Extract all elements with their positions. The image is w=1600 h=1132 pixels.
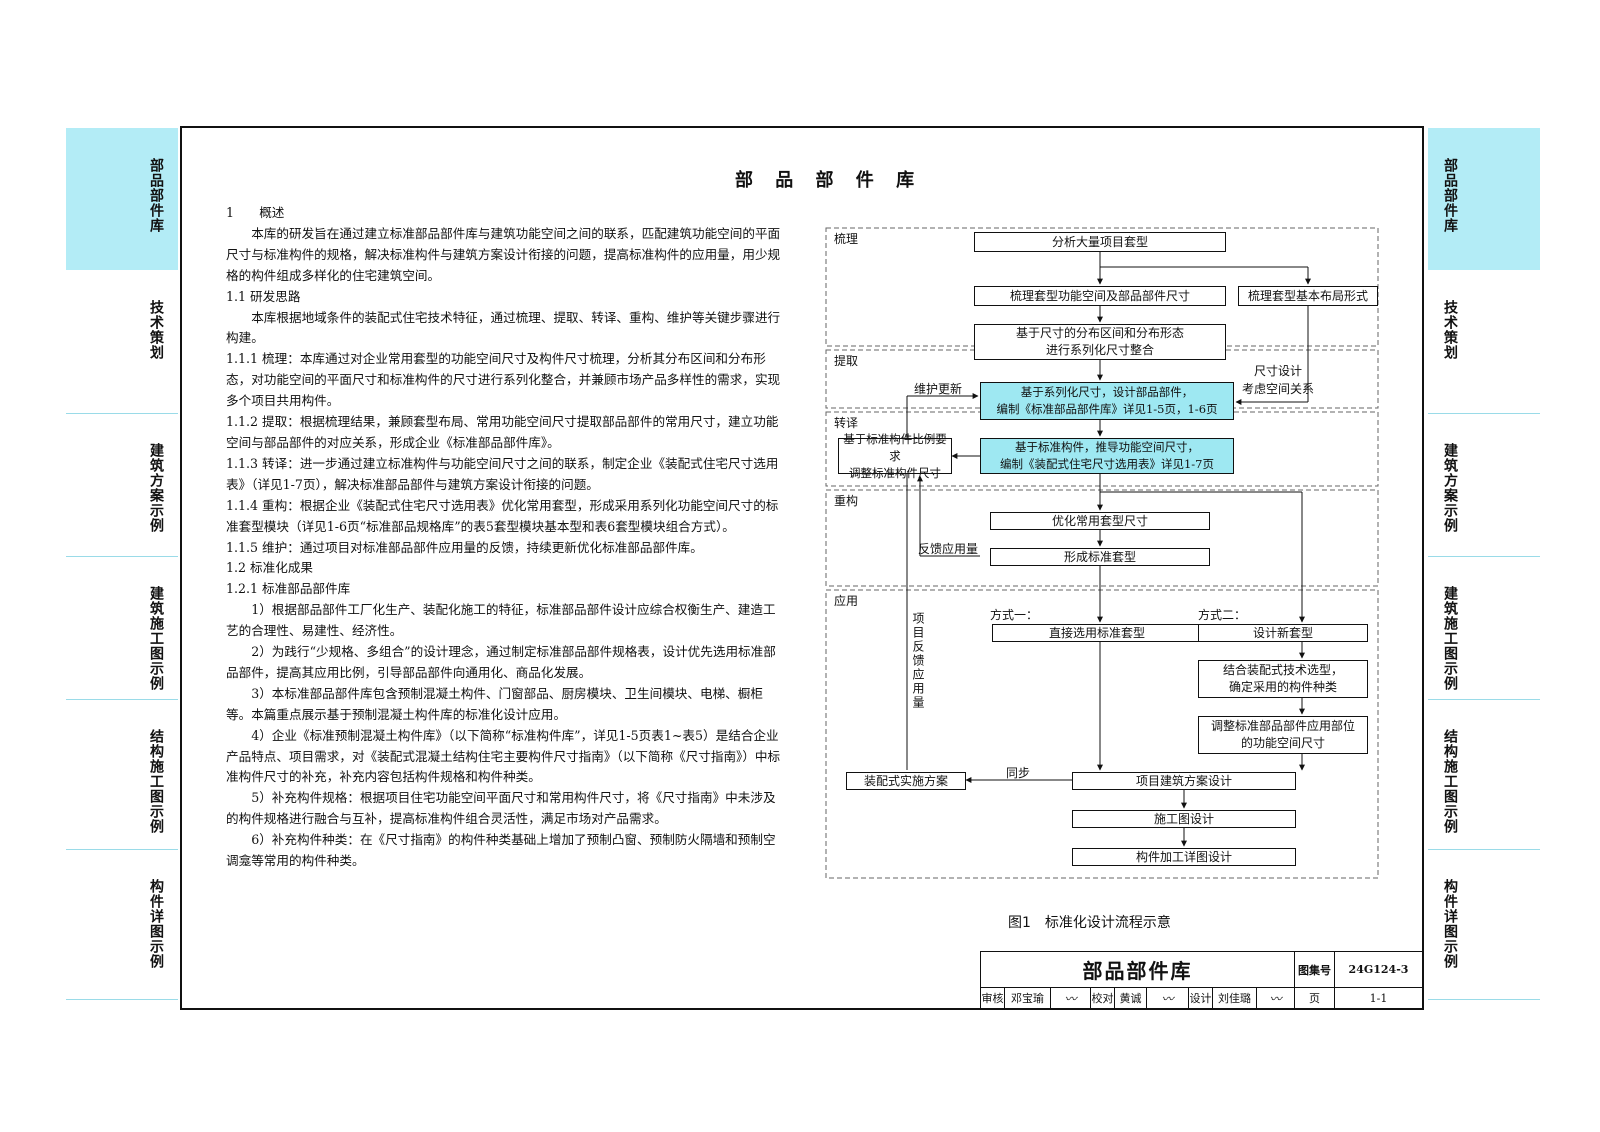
checker-name: 黄诚 (1115, 988, 1147, 1009)
box-construction-drawing: 施工图设计 (1072, 810, 1296, 828)
label-feedback: 反馈应用量 (918, 542, 979, 556)
title-block: 部品部件库 图集号 24G124-3 审核 邓宝瑜 〰 校对 黄诚 〰 设计 刘… (980, 951, 1424, 1010)
sidebar-tab-technical-planning[interactable]: 技术策划 (148, 300, 164, 360)
design-label: 设计 (1189, 988, 1213, 1009)
section-label-extract: 提取 (834, 354, 859, 368)
label-mode-one: 方式一： (990, 608, 1039, 622)
box-size-integration: 基于尺寸的分布区间和分布形态 进行系列化尺寸整合 (974, 324, 1226, 360)
label-size-design: 尺寸设计 考虑空间关系 (1242, 364, 1315, 396)
drawing-frame (180, 126, 1424, 1010)
box-translate-design: 基于标准构件，推导功能空间尺寸， 编制《装配式住宅尺寸选用表》详见1-7页 (980, 438, 1234, 474)
box-adjust-component-ratio: 基于标准构件比例要求 调整标准构件尺寸 (838, 432, 952, 480)
box-sort-space-sizes: 梳理套型功能空间及部品部件尺寸 (974, 286, 1226, 306)
section-label-translate: 转译 (834, 416, 859, 430)
flow-diagram: 梳理 提取 转译 重构 应用 分析大量项目套型 梳理套型功能空间及部品部件尺寸 … (822, 224, 1382, 904)
text-paragraph: 1.1.1 梳理：本库通过对企业常用套型的功能空间尺寸及构件尺寸梳理，分析其分布… (226, 351, 781, 409)
label-project-feedback: 项目反馈应用量 (911, 612, 925, 710)
reviewer-signature: 〰 (1051, 988, 1091, 1009)
checker-signature: 〰 (1147, 988, 1189, 1009)
text-paragraph: 本库的研发旨在通过建立标准部品部件库与建筑功能空间之间的联系，匹配建筑功能空间的… (226, 225, 781, 283)
box-implementation-plan: 装配式实施方案 (846, 772, 966, 790)
designer-name: 刘佳璐 (1213, 988, 1257, 1009)
box-combine-tech: 结合装配式技术选型， 确定采用的构件种类 (1198, 660, 1368, 698)
sidebar-tab-technical-planning[interactable]: 技术策划 (1442, 300, 1458, 360)
text-paragraph: 4）企业《标准预制混凝土构件库》（以下简称“标准构件库”，详见1-5页表1~表5… (226, 727, 781, 785)
text-paragraph: 6）补充构件种类：在《尺寸指南》的构件种类基础上增加了预制凸窗、预制防火隔墙和预… (226, 832, 776, 869)
atlas-number: 24G124-3 (1335, 952, 1423, 988)
page-title: 部 品 部 件 库 (735, 170, 923, 191)
section-label-reconstruct: 重构 (834, 494, 859, 508)
box-new-design: 设计新套型 (1198, 624, 1368, 642)
box-extract-design: 基于系列化尺寸，设计部品部件， 编制《标准部品部件库》详见1-5页，1-6页 (980, 382, 1234, 420)
box-form-standard-type: 形成标准套型 (990, 548, 1210, 566)
text-paragraph: 5）补充构件规格：根据项目住宅功能空间平面尺寸和常用构件尺寸，将《尺寸指南》中未… (226, 790, 776, 827)
sidebar-tab-component-detail[interactable]: 构件详图示例 (148, 879, 164, 969)
box-sort-layout: 梳理套型基本布局形式 (1238, 286, 1378, 306)
sidebar-tab-architecture-construction[interactable]: 建筑施工图示例 (148, 586, 164, 691)
page-label: 页 (1295, 988, 1335, 1009)
box-detail-drawing: 构件加工详图设计 (1072, 848, 1296, 866)
section-label-apply: 应用 (834, 594, 859, 608)
atlas-label: 图集号 (1295, 952, 1335, 988)
text-heading: 1.2.1 标准部品部件库 (226, 581, 351, 597)
text-paragraph: 本库根据地域条件的装配式住宅技术特征，通过梳理、提取、转译、重构、维护等关键步骤… (226, 309, 781, 346)
reviewer-name: 邓宝瑜 (1005, 988, 1051, 1009)
label-maintain-update: 维护更新 (914, 382, 963, 396)
overview-text: 1 概述 本库的研发旨在通过建立标准部品部件库与建筑功能空间之间的联系，匹配建筑… (226, 203, 786, 872)
review-label: 审核 (981, 988, 1005, 1009)
label-sync: 同步 (1006, 766, 1031, 780)
sidebar-tab-architecture-scheme[interactable]: 建筑方案示例 (1442, 443, 1458, 533)
text-heading: 1.2 标准化成果 (226, 560, 314, 576)
box-adjust-parts: 调整标准部品部件应用部位 的功能空间尺寸 (1198, 716, 1368, 754)
sidebar-tab-structure-construction[interactable]: 结构施工图示例 (148, 729, 164, 834)
text-paragraph: 1.1.4 重构：根据企业《装配式住宅尺寸选用表》优化常用套型，形成采用系列化功… (226, 497, 779, 534)
sidebar-tab-architecture-construction[interactable]: 建筑施工图示例 (1442, 586, 1458, 691)
text-paragraph: 1）根据部品部件工厂化生产、装配化施工的特征，标准部品部件设计应综合权衡生产、建… (226, 602, 776, 639)
designer-signature: 〰 (1257, 988, 1295, 1009)
box-analyze-project-types: 分析大量项目套型 (974, 232, 1226, 252)
check-label: 校对 (1091, 988, 1115, 1009)
sidebar-tab-structure-construction[interactable]: 结构施工图示例 (1442, 729, 1458, 834)
text-paragraph: 2）为践行“少规格、多组合”的设计理念，通过制定标准部品部件规格表，设计优先选用… (226, 644, 776, 680)
text-paragraph: 3）本标准部品部件库包含预制混凝土构件、门窗部品、厨房模块、卫生间模块、电梯、橱… (226, 685, 763, 722)
title-block-title: 部品部件库 (981, 952, 1295, 988)
sidebar-tab-component-detail[interactable]: 构件详图示例 (1442, 879, 1458, 969)
text-paragraph: 1.1.3 转译：进一步通过建立标准构件与功能空间尺寸之间的联系，制定企业《装配… (226, 455, 779, 492)
box-scheme-design: 项目建筑方案设计 (1072, 772, 1296, 790)
text-paragraph: 1.1.2 提取：根据梳理结果，兼顾套型布局、常用功能空间尺寸提取部品部件的常用… (226, 414, 779, 450)
sidebar-tab-architecture-scheme[interactable]: 建筑方案示例 (148, 443, 164, 533)
box-optimize-types: 优化常用套型尺寸 (990, 512, 1210, 530)
text-paragraph: 1.1.5 维护：通过项目对标准部品部件应用量的反馈，持续更新优化标准部品部件库… (226, 539, 703, 555)
box-direct-use: 直接选用标准套型 (992, 624, 1202, 642)
sidebar-tab-parts-library[interactable]: 部品部件库 (1428, 128, 1540, 270)
page-number: 1-1 (1335, 988, 1423, 1009)
text-heading: 1 概述 (226, 205, 285, 220)
sidebar-tab-parts-library[interactable]: 部品部件库 (66, 128, 178, 270)
right-sidebar: 部品部件库 技术策划 建筑方案示例 建筑施工图示例 结构施工图示例 构件详图示例 (1428, 128, 1540, 1008)
label-mode-two: 方式二： (1198, 608, 1247, 622)
figure-caption: 图1 标准化设计流程示意 (1008, 915, 1171, 931)
text-heading: 1.1 研发思路 (226, 288, 301, 304)
section-label-sort: 梳理 (834, 232, 859, 246)
left-sidebar: 部品部件库 技术策划 建筑方案示例 建筑施工图示例 结构施工图示例 构件详图示例 (66, 128, 178, 1008)
